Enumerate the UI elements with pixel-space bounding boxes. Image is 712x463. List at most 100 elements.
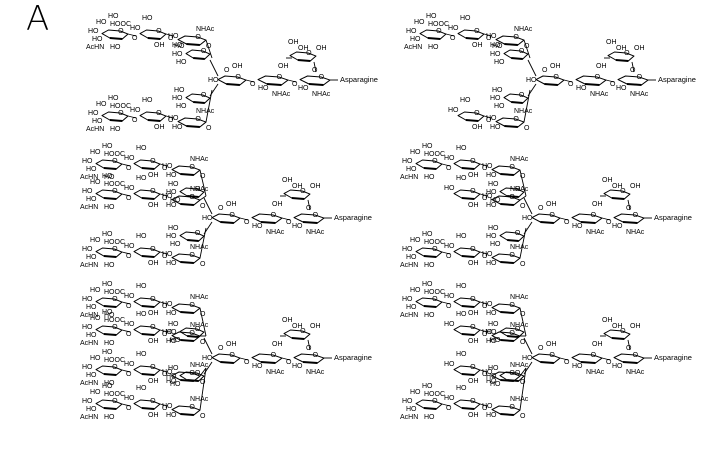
svg-text:HO: HO <box>86 254 97 261</box>
svg-text:O: O <box>470 398 476 405</box>
svg-text:O: O <box>218 345 224 352</box>
svg-text:O: O <box>515 326 521 333</box>
svg-text:O: O <box>189 404 195 411</box>
svg-text:O: O <box>524 125 530 132</box>
svg-text:O: O <box>150 364 156 371</box>
svg-text:O: O <box>606 359 612 366</box>
svg-text:O: O <box>450 35 456 42</box>
svg-text:O: O <box>112 158 118 165</box>
svg-text:HO: HO <box>124 243 135 250</box>
svg-text:HO: HO <box>104 312 115 319</box>
svg-text:HO: HO <box>90 237 101 244</box>
svg-text:O: O <box>515 186 521 193</box>
svg-text:OH: OH <box>468 412 479 419</box>
svg-text:O: O <box>520 339 526 346</box>
svg-text:HOOC: HOOC <box>104 151 125 158</box>
svg-text:NHAc: NHAc <box>190 156 209 163</box>
svg-text:O: O <box>446 303 452 310</box>
svg-text:O: O <box>312 67 318 74</box>
svg-text:OH: OH <box>606 39 617 46</box>
svg-text:HO: HO <box>162 193 173 200</box>
svg-text:HO: HO <box>88 110 99 117</box>
svg-text:O: O <box>132 117 138 124</box>
svg-text:OH: OH <box>596 63 607 70</box>
svg-text:O: O <box>150 398 156 405</box>
svg-text:O: O <box>150 158 156 165</box>
svg-text:HO: HO <box>96 101 107 108</box>
svg-text:HO: HO <box>86 196 97 203</box>
svg-text:O: O <box>595 74 601 81</box>
svg-text:O: O <box>195 34 201 41</box>
svg-text:O: O <box>620 328 626 335</box>
svg-text:O: O <box>200 413 206 420</box>
svg-text:OH: OH <box>468 310 479 317</box>
svg-text:NHAc: NHAc <box>306 369 325 376</box>
svg-text:O: O <box>482 303 488 310</box>
svg-text:HO: HO <box>166 172 177 179</box>
svg-text:O: O <box>162 253 168 260</box>
svg-text:HO: HO <box>456 311 467 318</box>
svg-text:HO: HO <box>124 185 135 192</box>
svg-text:OH: OH <box>472 42 483 49</box>
svg-text:HOOC: HOOC <box>104 181 125 188</box>
svg-text:O: O <box>432 158 438 165</box>
svg-text:HO: HO <box>82 158 93 165</box>
svg-text:O: O <box>470 246 476 253</box>
svg-text:HOOC: HOOC <box>110 103 131 110</box>
svg-text:HO: HO <box>488 365 499 372</box>
svg-text:O: O <box>271 352 277 359</box>
svg-text:HO: HO <box>102 383 113 390</box>
svg-text:O: O <box>224 67 230 74</box>
svg-text:O: O <box>195 186 201 193</box>
svg-text:OH: OH <box>154 124 165 131</box>
svg-text:HO: HO <box>170 197 181 204</box>
svg-text:OH: OH <box>550 63 561 70</box>
svg-text:O: O <box>624 50 630 57</box>
svg-text:O: O <box>229 212 235 219</box>
svg-text:HO: HO <box>136 385 147 392</box>
svg-text:HO: HO <box>176 59 187 66</box>
svg-text:HO: HO <box>492 87 503 94</box>
svg-text:O: O <box>486 35 492 42</box>
svg-text:O: O <box>626 345 632 352</box>
svg-text:HO: HO <box>82 246 93 253</box>
svg-text:HO: HO <box>108 13 119 20</box>
svg-text:O: O <box>432 398 438 405</box>
svg-text:HO: HO <box>612 363 623 370</box>
svg-text:O: O <box>126 371 132 378</box>
svg-text:HO: HO <box>488 321 499 328</box>
svg-text:O: O <box>432 296 438 303</box>
svg-text:OH: OH <box>288 39 299 46</box>
svg-text:HOOC: HOOC <box>428 21 449 28</box>
svg-text:HO: HO <box>162 329 173 336</box>
svg-text:O: O <box>150 296 156 303</box>
svg-text:O: O <box>200 379 206 386</box>
svg-text:HO: HO <box>172 124 183 131</box>
svg-text:O: O <box>564 359 570 366</box>
svg-text:NHAc: NHAc <box>590 91 609 98</box>
svg-text:HO: HO <box>522 215 533 222</box>
svg-text:HO: HO <box>460 97 471 104</box>
svg-text:HO: HO <box>406 166 417 173</box>
svg-text:OH: OH <box>278 63 289 70</box>
svg-text:OH: OH <box>630 323 641 330</box>
svg-text:HO: HO <box>616 85 627 92</box>
svg-text:O: O <box>126 165 132 172</box>
svg-text:O: O <box>313 212 319 219</box>
svg-text:NHAc: NHAc <box>190 244 209 251</box>
svg-text:O: O <box>620 188 626 195</box>
svg-text:HO: HO <box>136 283 147 290</box>
svg-text:OH: OH <box>292 323 303 330</box>
svg-text:O: O <box>118 28 124 35</box>
svg-text:OH: OH <box>226 201 237 208</box>
svg-text:HO: HO <box>102 281 113 288</box>
svg-text:O: O <box>244 359 250 366</box>
svg-text:O: O <box>470 158 476 165</box>
svg-text:O: O <box>549 212 555 219</box>
svg-text:O: O <box>482 165 488 172</box>
svg-text:NHAc: NHAc <box>514 26 533 33</box>
svg-text:HO: HO <box>136 175 147 182</box>
svg-text:HO: HO <box>402 246 413 253</box>
svg-text:O: O <box>549 352 555 359</box>
